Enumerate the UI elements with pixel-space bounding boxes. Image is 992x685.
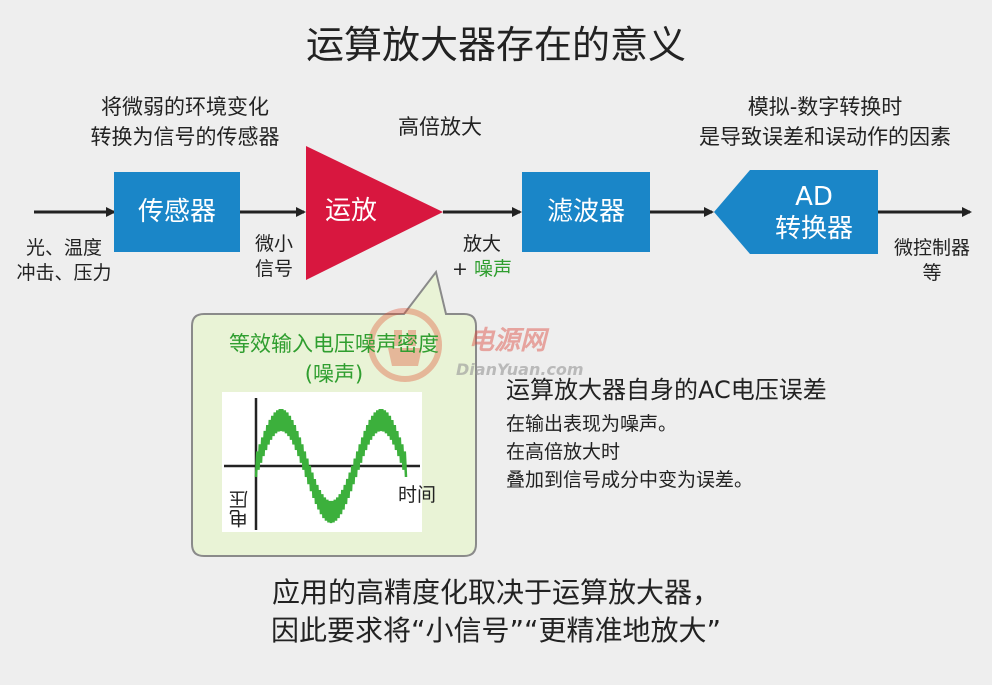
small-signal-label-line-1: 微小 [254,233,293,255]
small-signal-label: 微小 信号 [246,232,302,282]
adc-caption: 模拟-数字转换时 是导致误差和误动作的因素 [665,92,985,152]
adc-caption-line-2: 是导致误差和误动作的因素 [699,125,951,149]
callout-subtitle: (噪声) [304,362,364,386]
conclusion-line-1: 应用的高精度化取决于运算放大器， [271,576,720,609]
amp-output-prefix: + [452,258,474,280]
mcu-label-line-2: 等 [922,262,942,284]
input-label-line-2: 冲击、压力 [16,262,112,284]
noise-plot-x-label: 时间 [398,484,437,506]
y-axis-label: 电压 [228,490,251,528]
note-line-1: 在输出表现为噪声。 [506,413,678,435]
adc-shape [714,170,878,254]
note-main: 运算放大器自身的AC电压误差 [506,376,827,404]
page-title: 运算放大器存在的意义 [305,23,686,67]
adc-label-line-2: 转换器 [774,214,853,244]
adc-caption-line-1: 模拟-数字转换时 [747,95,903,119]
watermark-url: DianYuan.com [456,360,584,379]
amp-output-line-1: 放大 [462,233,501,255]
mcu-label-line-1: 微控制器 [893,237,970,259]
note-line-3: 叠加到信号成分中变为误差。 [506,469,754,491]
conclusion: 应用的高精度化取决于运算放大器， 因此要求将“小信号”“更精准地放大” [0,574,992,650]
adc-label: AD 转换器 [750,172,878,254]
sensor-caption-line-2: 转换为信号的传感器 [90,125,280,149]
opamp-triangle [306,146,443,280]
note-lines: 在输出表现为噪声。 在高倍放大时 叠加到信号成分中变为误差。 [506,410,753,494]
sensor-block: 传感器 [114,172,240,252]
amp-output-noise: 噪声 [473,258,512,280]
mcu-label: 微控制器 等 [880,236,984,286]
input-label: 光、温度 冲击、压力 [4,236,124,286]
adc-label-line-1: AD [795,182,833,212]
sensor-caption-line-1: 将微弱的环境变化 [101,95,269,119]
amp-output-label: 放大 + 噪声 [432,232,532,282]
input-label-line-1: 光、温度 [25,237,102,259]
amp-output-line-2: + 噪声 [432,257,532,282]
conclusion-line-2: 因此要求将“小信号”“更精准地放大” [270,614,722,647]
watermark-text: 电源网 [468,326,547,356]
sensor-caption: 将微弱的环境变化 转换为信号的传感器 [55,92,315,152]
small-signal-label-line-2: 信号 [254,258,293,280]
callout-title: 等效输入电压噪声密度 [229,332,439,356]
noise-waveform [254,409,408,524]
filter-block: 滤波器 [522,172,650,252]
noise-plot-y-label: 电压 [226,490,254,533]
opamp-label: 运放 [324,196,377,226]
watermark-plug-icon [368,308,442,382]
amp-caption: 高倍放大 [398,115,482,139]
note-line-2: 在高倍放大时 [506,441,621,463]
